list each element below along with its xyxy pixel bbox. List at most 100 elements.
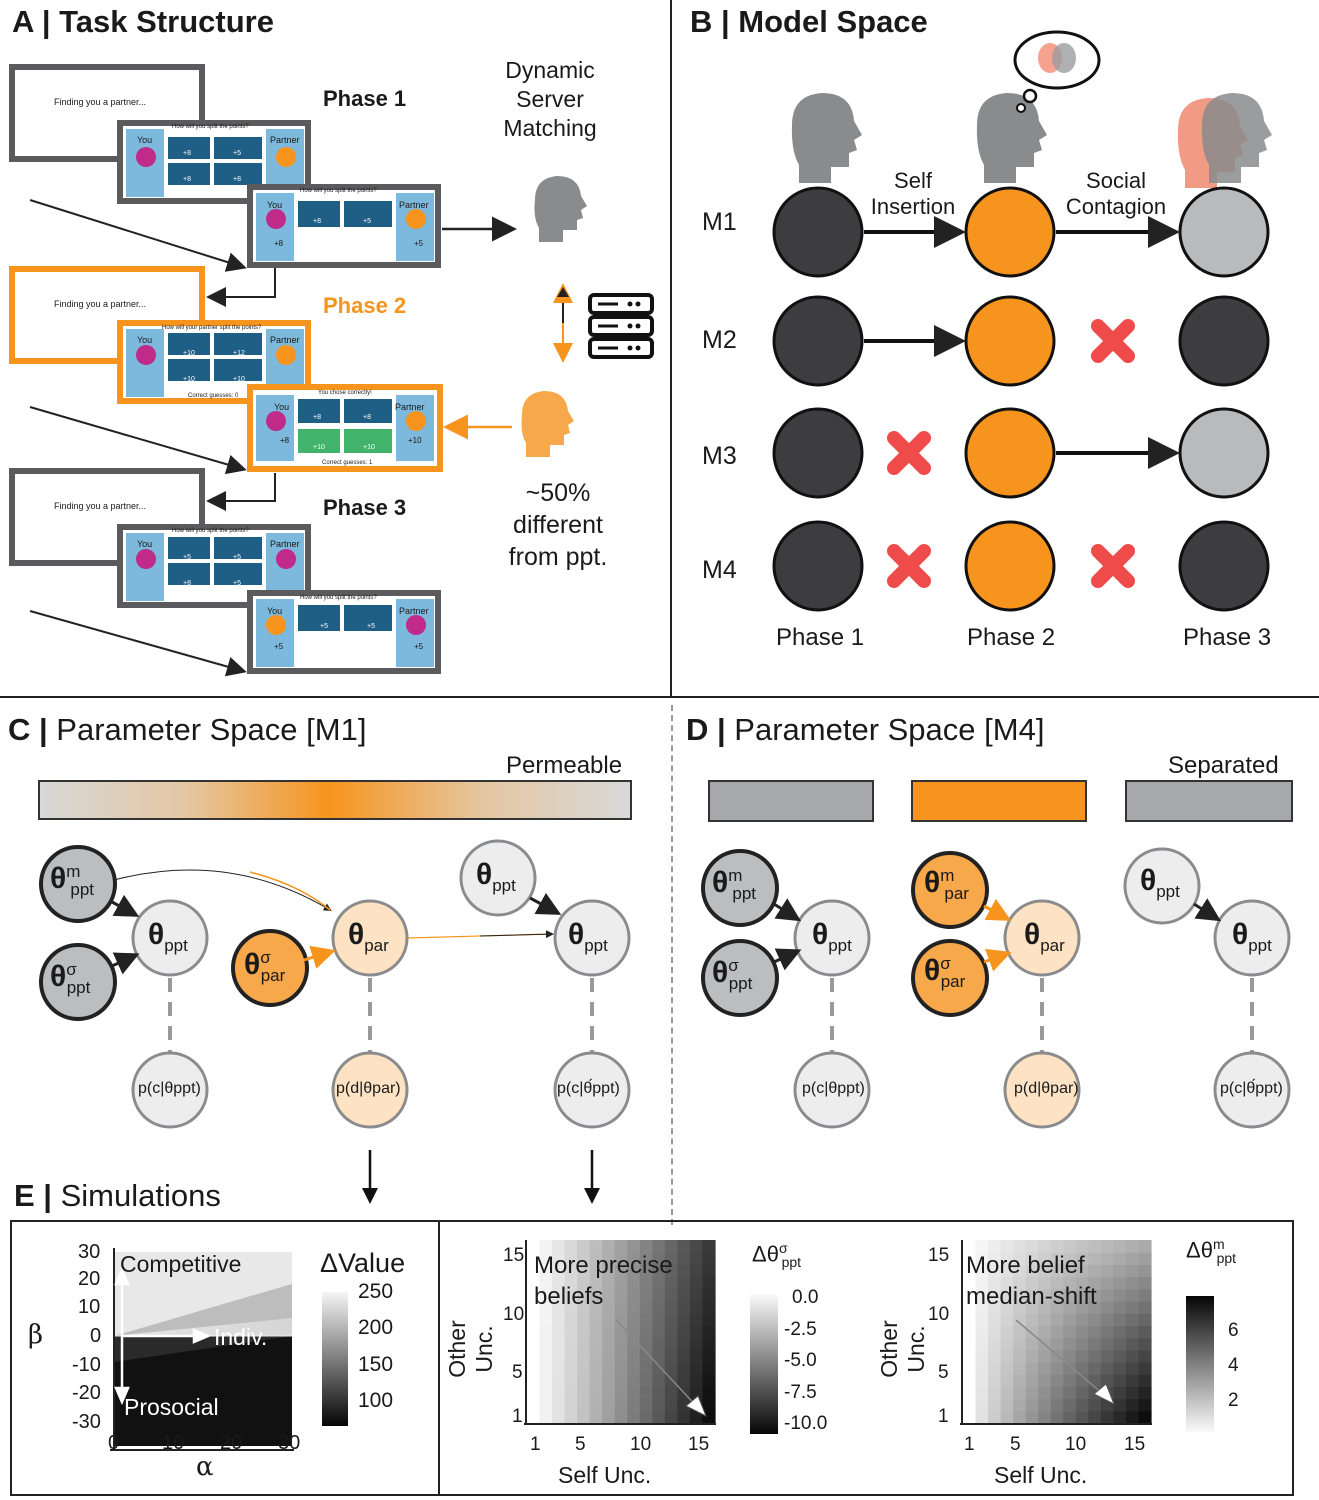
screen1-you: You (137, 135, 153, 145)
heatmap-cell (1125, 1410, 1140, 1424)
heatmap-cell (963, 1276, 977, 1290)
likelihood-d-par: p(d|θpar) (336, 1080, 401, 1097)
heat1-competitive-label: Competitive (120, 1251, 242, 1277)
heatmap-cell (589, 1325, 603, 1339)
heatmap-cell (652, 1288, 666, 1302)
heatmap-cell (1063, 1386, 1077, 1400)
heat1-ytick-10: 10 (78, 1296, 101, 1318)
heatmap-cell (988, 1288, 1002, 1302)
heatmap-cell (1088, 1276, 1102, 1290)
heatmap-cell (527, 1313, 541, 1326)
m3-no-insertion-x-icon (887, 431, 931, 475)
node-c-theta-ppt: θppt (148, 918, 188, 955)
heatmap-cell (602, 1386, 616, 1400)
heatmap-cell (589, 1252, 603, 1265)
heatmap-cell (627, 1252, 641, 1265)
heatmap-cell (552, 1264, 566, 1278)
heatmap-cell (539, 1337, 553, 1351)
s5-opt-0: +5 (183, 554, 191, 561)
heatmap-cell (1125, 1374, 1140, 1387)
heatmap-cell (988, 1410, 1002, 1424)
phase2-label: Phase 2 (323, 293, 407, 318)
heat3-ytick-1: 1 (938, 1406, 949, 1427)
heatmap-value-plot (110, 1248, 348, 1451)
likelihood-c-ppt-updated: p(c|θ́ppt) (557, 1080, 620, 1097)
heatmap-cell (614, 1240, 628, 1253)
panel-divider-dashed (671, 705, 673, 1225)
heatmap-cell (1075, 1288, 1089, 1302)
heatmap-cell (552, 1337, 566, 1351)
heatmap-cell (1013, 1276, 1027, 1290)
phase1-head-icon (791, 93, 862, 183)
heatmap-cell (614, 1410, 628, 1424)
heatmap-cell (1063, 1374, 1077, 1387)
heatmap-cell (1075, 1264, 1089, 1278)
heatmap-cell (1100, 1264, 1114, 1278)
heat2-legend-m5: -5.0 (784, 1350, 817, 1371)
heatmap-cell (1125, 1398, 1140, 1412)
heatmap-cell (677, 1325, 691, 1339)
heatmap-cell (1138, 1276, 1152, 1290)
phase2-axis-label: Phase 2 (967, 624, 1056, 651)
heatmap-cell (1050, 1252, 1064, 1265)
heatmap-cell (1113, 1398, 1127, 1412)
heatmap-cell (1038, 1386, 1052, 1400)
heatmap-cell (988, 1240, 1002, 1253)
heat1-xtick-0: 0 (108, 1432, 120, 1454)
heatmap-cell (527, 1362, 541, 1375)
heatmap-cell (539, 1362, 553, 1375)
heatmap-cell (664, 1337, 678, 1351)
heatmap-cell (677, 1276, 691, 1290)
heatmap-cell (1025, 1374, 1039, 1387)
heatmap-cell (1013, 1240, 1027, 1253)
heatmap-cell (1038, 1288, 1052, 1302)
s2-score-par: +5 (414, 239, 424, 248)
heatmap-cell (1075, 1240, 1089, 1253)
heatmap-cell (614, 1325, 628, 1339)
s2-choice-1: +5 (363, 218, 371, 225)
node-d-theta-s-ppt: θσppt (712, 956, 753, 993)
panel-e-divider (438, 1220, 440, 1496)
heatmap-cell (1063, 1398, 1077, 1412)
heatmap-cell (639, 1386, 653, 1400)
heatmap-cell (527, 1349, 541, 1363)
heatmap-cell (652, 1276, 666, 1290)
s4-choice-3: +10 (363, 444, 375, 451)
screen3-partner: Partner (270, 335, 300, 345)
heatmap-cell (1050, 1325, 1064, 1339)
heatmap-cell (614, 1276, 628, 1290)
heatmap-cell (988, 1325, 1002, 1339)
finding-text-3: Finding you a partner... (54, 501, 147, 511)
heatmap-cell (988, 1264, 1002, 1278)
heatmap-cell (614, 1264, 628, 1278)
correct-guesses-0: Correct guesses: 0 (188, 393, 239, 399)
heat3-xtick-1: 1 (964, 1434, 975, 1455)
heatmap-cell (1088, 1398, 1102, 1412)
panel-b-title: B | Model Space (690, 4, 928, 39)
heatmap-cell (1138, 1349, 1152, 1363)
heat3-legend-title: Δθmppt (1186, 1236, 1237, 1266)
heatmap-cell (664, 1240, 678, 1253)
heatmap-cell (652, 1349, 666, 1363)
heatmap-cell (614, 1386, 628, 1400)
heatmap-cell (1025, 1349, 1039, 1363)
panel-c-graph (39, 839, 631, 1129)
heatmap-cell (975, 1264, 989, 1278)
heatmap-cell (1063, 1288, 1077, 1302)
heatmap-cell (1138, 1398, 1152, 1412)
heatmap-cell (564, 1325, 578, 1339)
heatmap-cell (552, 1349, 566, 1363)
heatmap-cell (702, 1337, 716, 1351)
heatmap-cell (577, 1374, 591, 1387)
heatmap-cell (664, 1398, 678, 1412)
heatmap-cell (664, 1313, 678, 1326)
heatmap-cell (975, 1386, 989, 1400)
heatmap-cell (577, 1276, 591, 1290)
node-d-theta-m-par: θmpar (924, 866, 969, 903)
heatmap-cell (664, 1288, 678, 1302)
heatmap-cell (1063, 1337, 1077, 1351)
heatmap-cell (1100, 1337, 1114, 1351)
heatmap-cell (988, 1349, 1002, 1363)
heatmap-cell (652, 1301, 666, 1314)
heatmap-cell (552, 1252, 566, 1265)
